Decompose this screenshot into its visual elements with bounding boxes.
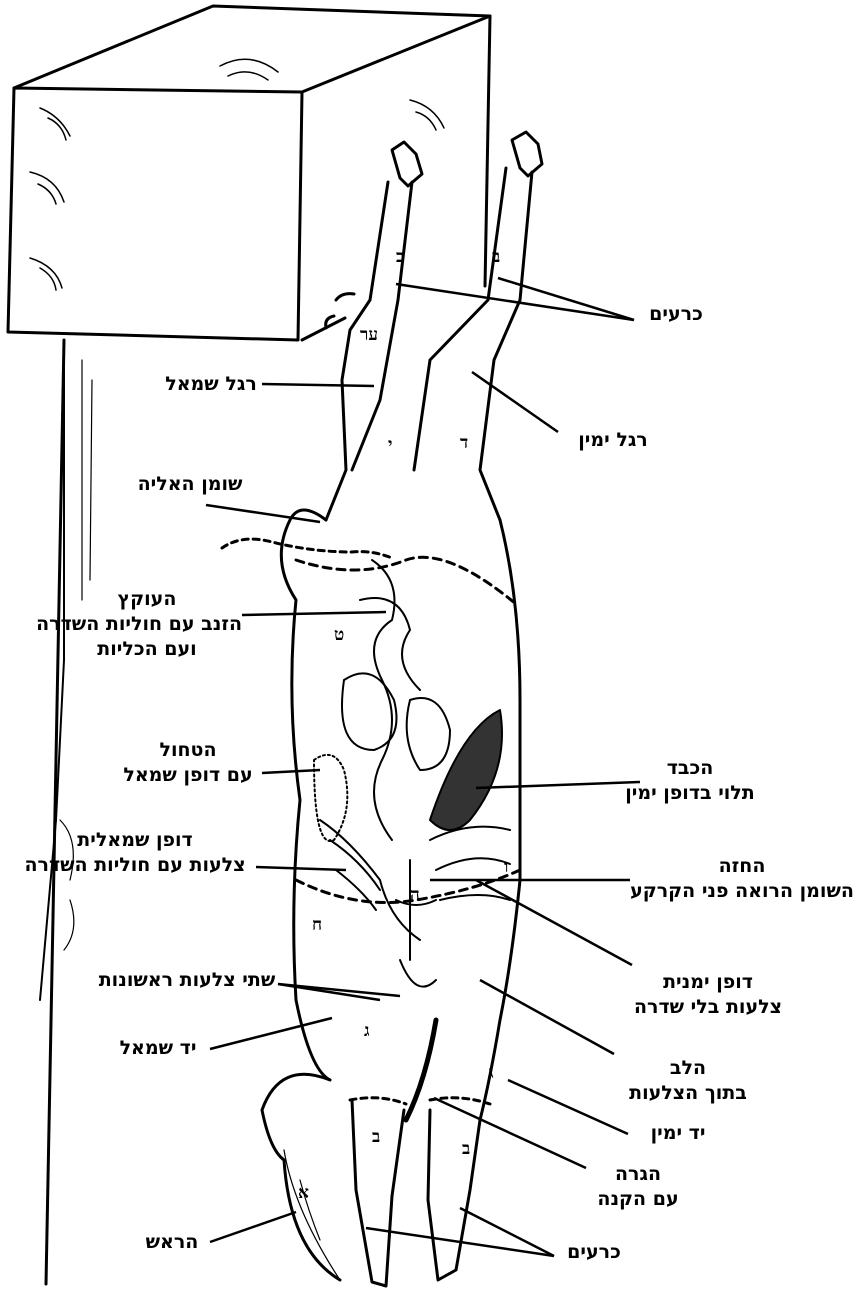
letter-bet-right-shin: ב — [492, 247, 500, 267]
letter-gimel-left: ג — [364, 1021, 370, 1041]
label-head: הראש — [134, 1230, 210, 1255]
letter-tet: ט — [334, 625, 344, 645]
letter-vav: ו — [504, 857, 508, 877]
letter-gimel-right: ג — [488, 1063, 494, 1083]
hind-legs — [326, 132, 542, 520]
label-right-hand: יד ימין — [630, 1121, 726, 1146]
label-left-hand: יד שמאל — [108, 1036, 208, 1061]
label-left-leg: רגל שמאל — [156, 372, 266, 397]
label-tail-fat: שומן האליה — [122, 472, 258, 497]
letter-he: ה — [410, 885, 420, 905]
letter-het: ח — [312, 915, 322, 935]
body-outline — [222, 510, 520, 1120]
letter-dalet: ד — [460, 433, 468, 453]
letter-bet-left-foreleg: ב — [372, 1127, 380, 1147]
letter-ayin-tsadi: ער — [360, 325, 378, 345]
letter-bet-right-foreleg: ב — [462, 1139, 470, 1159]
label-shins-top: כרעים — [636, 302, 716, 327]
support-post — [40, 340, 92, 1284]
letter-yod: י — [388, 435, 392, 455]
front-legs-and-head — [262, 1074, 490, 1286]
region-letters: ב ב י ד ט ה ח ו ג ג ב ב א ער — [298, 247, 508, 1203]
label-right-leg: רגל ימין — [560, 428, 666, 453]
label-first-ribs: שתי צלעות ראשונות — [94, 968, 280, 993]
letter-alef: א — [298, 1183, 309, 1203]
label-shins-bottom: כרעים — [554, 1240, 634, 1265]
letter-bet-left-shin: ב — [396, 247, 404, 267]
